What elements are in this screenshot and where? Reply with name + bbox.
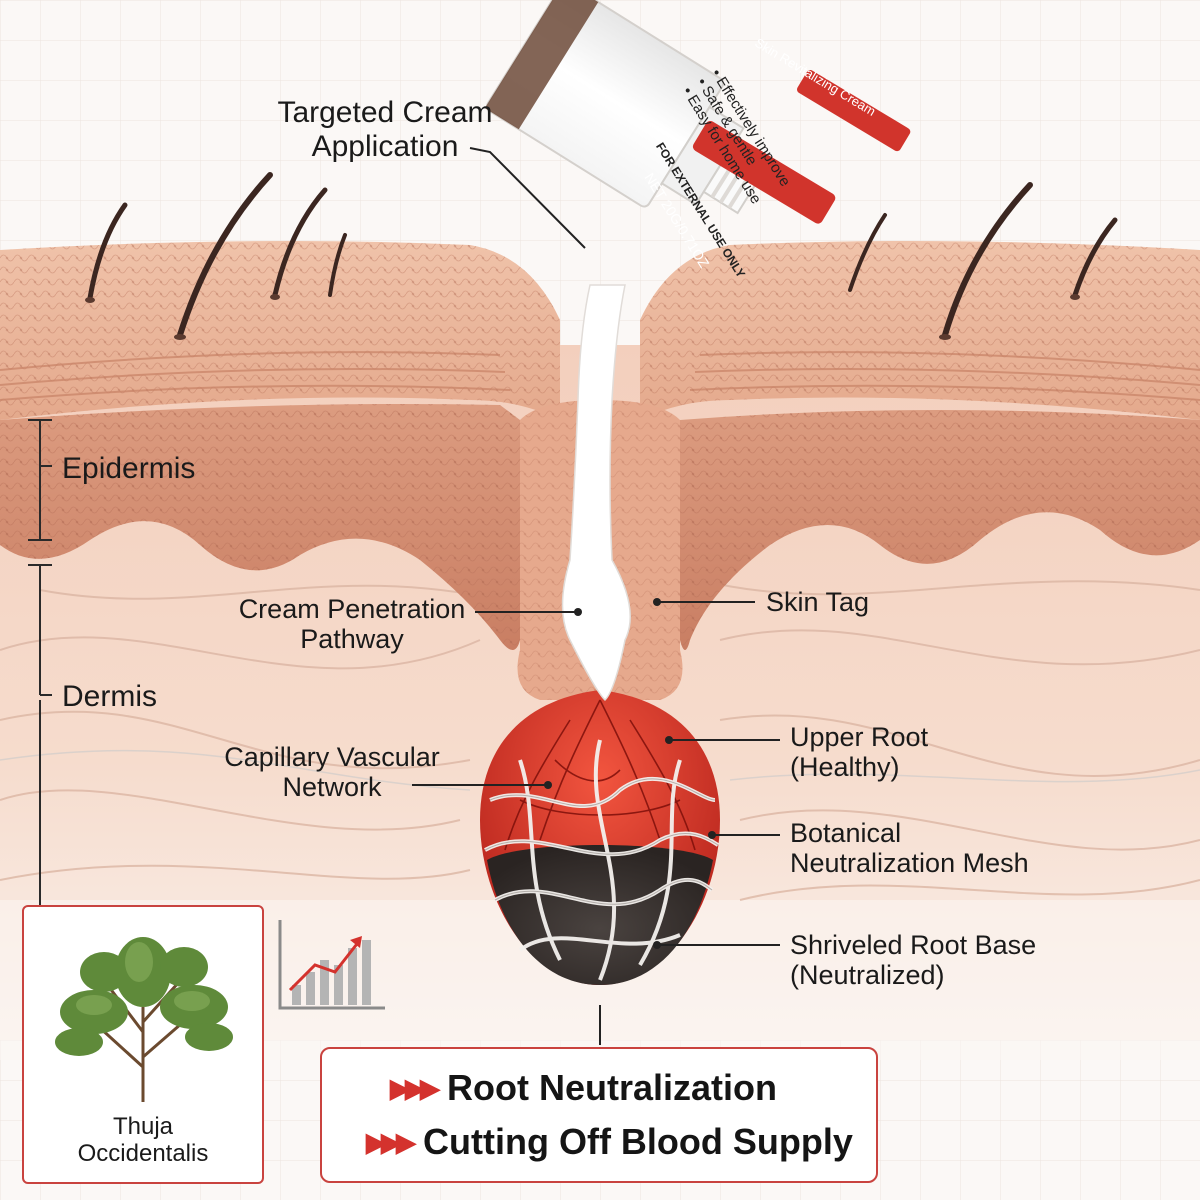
- result-box: ▶▶▶ Root Neutralization ▶▶▶ Cutting Off …: [320, 1047, 878, 1183]
- label-botanical-mesh: Botanical Neutralization Mesh: [790, 818, 1029, 879]
- label-cream-pathway: Cream Penetration Pathway: [238, 594, 466, 655]
- plant-card: Thuja Occidentalis: [22, 905, 264, 1184]
- result-row-2: ▶▶▶ Cutting Off Blood Supply: [366, 1121, 853, 1162]
- plant-name: Thuja Occidentalis: [77, 1112, 209, 1168]
- hair-icon: [87, 172, 1118, 338]
- label-upper-root: Upper Root (Healthy): [790, 722, 929, 783]
- label-dermis: Dermis: [62, 680, 157, 713]
- label-targeted-cream: Targeted Cream Application: [277, 96, 493, 163]
- cream-stream: [561, 284, 631, 702]
- label-shriveled-root: Shriveled Root Base (Neutralized): [790, 930, 1037, 991]
- result-row-1: ▶▶▶ Root Neutralization: [390, 1067, 777, 1108]
- triple-arrow-icon: ▶▶▶: [366, 1126, 416, 1157]
- label-epidermis: Epidermis: [62, 452, 196, 485]
- growth-chart-icon: [278, 920, 385, 1010]
- triple-arrow-icon: ▶▶▶: [390, 1072, 440, 1103]
- label-capillary: Capillary Vascular Network: [224, 742, 440, 803]
- label-skin-tag: Skin Tag: [766, 587, 870, 617]
- thuja-branch-icon: [55, 937, 233, 1102]
